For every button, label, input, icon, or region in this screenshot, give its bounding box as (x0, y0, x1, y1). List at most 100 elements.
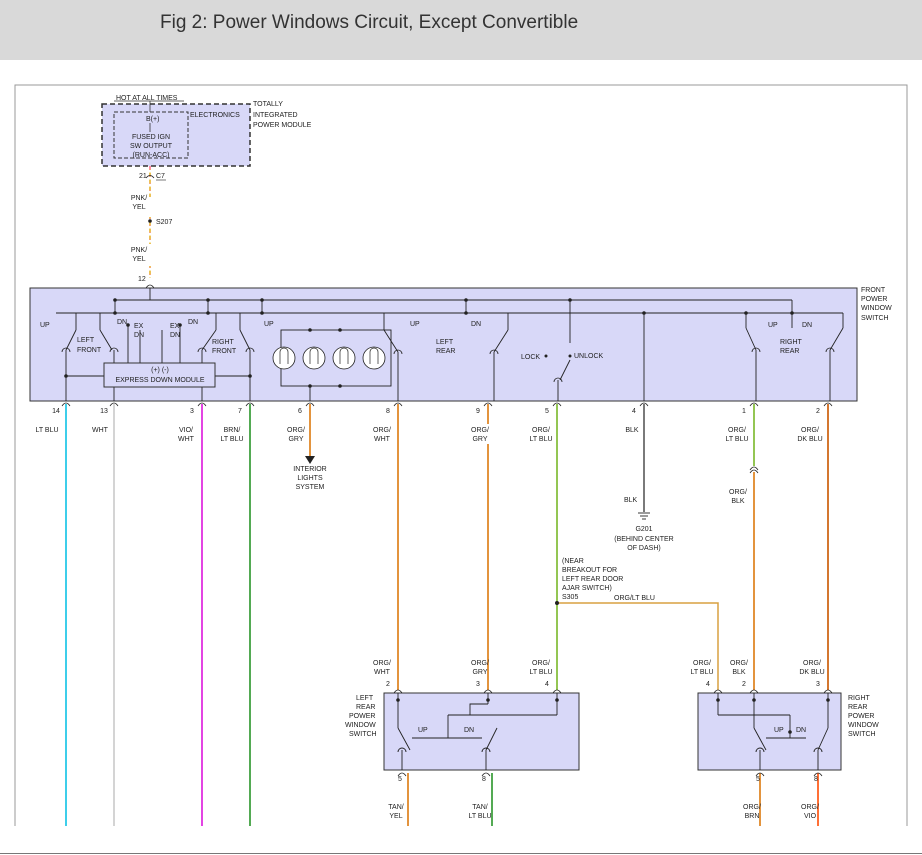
wire-color-label: WHT (92, 427, 109, 434)
wire-color-label: WHT (374, 436, 391, 443)
rr-name-3: POWER (848, 713, 874, 720)
feed-wire-1b: YEL (132, 204, 145, 211)
tipm-fuse-box (113, 111, 189, 159)
wire-color-label: ORG/ (728, 427, 746, 434)
wire-color-label: GRY (288, 436, 303, 443)
wire-color-label: BRN/ (224, 427, 241, 434)
wire-color-label: ORG/ (471, 660, 489, 667)
rr-name-4: WINDOW (848, 722, 879, 729)
pin-number: 7 (238, 408, 242, 415)
arrow-down-icon (305, 456, 315, 464)
wire-color-label: VIO (804, 813, 817, 820)
feed-wire-1a: PNK/ (131, 195, 147, 202)
fs-right-rear-1: RIGHT (780, 339, 803, 346)
wire-color-label: LT BLU (529, 669, 552, 676)
tipm-connector: C7 (156, 173, 165, 180)
fs-dn-6: DN (802, 322, 812, 329)
right-rear-power-window-switch: UP DN RIGHT REAR POWER WINDOW SWITCH (697, 692, 879, 771)
pin-number: 2 (742, 681, 746, 688)
interior-lights-2: LIGHTS (297, 475, 323, 482)
lr-name-1: LEFT (356, 695, 374, 702)
wire-color-label: ORG/ (801, 427, 819, 434)
wire-color-label: ORG/ (373, 427, 391, 434)
fs-left-rear-1: LEFT (436, 339, 454, 346)
fs-dn-3: DN (170, 332, 180, 339)
fs-up-3: UP (410, 321, 420, 328)
ground-name: G201 (635, 526, 652, 533)
wire-color-label: ORG/ (532, 427, 550, 434)
wire-color-label: DK BLU (799, 669, 824, 676)
tipm-name-2: INTEGRATED (253, 112, 298, 119)
express-down-module (103, 362, 216, 388)
wire-color-label: LT BLU (468, 813, 491, 820)
lamp-icon (332, 346, 356, 370)
bottom-divider (0, 853, 922, 854)
front-power-window-switch: FRONT POWER WINDOW SWITCH (29, 287, 892, 402)
pin-number: 4 (545, 681, 549, 688)
wire-color-label: ORG/ (730, 660, 748, 667)
wire-color-label: LT BLU (690, 669, 713, 676)
left-rear-power-window-switch: UP DN LEFT REAR POWER WINDOW SWITCH (345, 692, 580, 771)
rr-inline-1: ORG/ (729, 489, 747, 496)
ground-icon (638, 512, 650, 520)
fs-left-front-2: FRONT (77, 347, 102, 354)
wire-color-label: DK BLU (797, 436, 822, 443)
front-switch-name-1: FRONT (861, 287, 886, 294)
lamp-icon (362, 346, 386, 370)
feed-pin-12: 12 (138, 276, 146, 283)
wire-color-label: BLK (732, 669, 746, 676)
wire-color-label: LT BLU (220, 436, 243, 443)
pin-number: 2 (816, 408, 820, 415)
interior-lights: INTERIOR LIGHTS SYSTEM (293, 456, 327, 491)
fs-dn-1: DN (117, 319, 127, 326)
pin-number: 3 (190, 408, 194, 415)
feed-wire-2a: PNK/ (131, 247, 147, 254)
pin-number: 14 (52, 408, 60, 415)
lr-name-4: WINDOW (345, 722, 376, 729)
fs-right-rear-2: REAR (780, 348, 799, 355)
fs-unlock: UNLOCK (574, 353, 604, 360)
fs-right-front-1: RIGHT (212, 339, 235, 346)
fs-ex-1: EX (134, 323, 144, 330)
tipm-module: HOT AT ALL TIMES B(+) ELECTRONICS TOTALL… (101, 95, 312, 181)
lr-dn: DN (464, 727, 474, 734)
wire-color-label: LT BLU (35, 427, 58, 434)
pin-number: 4 (632, 408, 636, 415)
ground-wire-label: BLK (624, 497, 638, 504)
fs-up-1: UP (40, 322, 50, 329)
pin-number: 8 (386, 408, 390, 415)
tipm-name-3: POWER MODULE (253, 122, 312, 129)
lamp-bulbs (272, 346, 386, 370)
wire-color-label: TAN/ (472, 804, 487, 811)
wire-color-label: GRY (472, 436, 487, 443)
fused-label-2: SW OUTPUT (130, 143, 173, 150)
hot-at-all-times-label: HOT AT ALL TIMES (116, 95, 178, 102)
wire-color-label: ORG/ (803, 660, 821, 667)
front-switch-name-3: WINDOW (861, 305, 892, 312)
rr-name-2: REAR (848, 704, 867, 711)
pin-number: 6 (298, 408, 302, 415)
rr-switch-box (697, 692, 842, 771)
s305-branch: ORG/LT BLU (614, 595, 655, 602)
wire-color-label: TAN/ (388, 804, 403, 811)
wire-color-label: ORG/ (287, 427, 305, 434)
fs-dn-5: DN (471, 321, 481, 328)
lr-switch-box (383, 692, 580, 771)
pin-number: 2 (386, 681, 390, 688)
interior-lights-1: INTERIOR (293, 466, 326, 473)
s305-note-2: BREAKOUT FOR (562, 567, 617, 574)
edm-power-label: (+) (-) (151, 367, 169, 374)
lamp-icon (302, 346, 326, 370)
lr-name-5: SWITCH (349, 731, 377, 738)
title-bar: Fig 2: Power Windows Circuit, Except Con… (0, 0, 922, 60)
bplus-label: B(+) (146, 116, 159, 123)
rr-dn: DN (796, 727, 806, 734)
feed-wire: PNK/ YEL S207 PNK/ YEL 12 (131, 166, 172, 289)
pin-number: 8 (814, 776, 818, 783)
lr-name-3: POWER (349, 713, 375, 720)
fs-dn-2: DN (134, 332, 144, 339)
fs-right-front-2: FRONT (212, 348, 237, 355)
pin-number: 3 (476, 681, 480, 688)
